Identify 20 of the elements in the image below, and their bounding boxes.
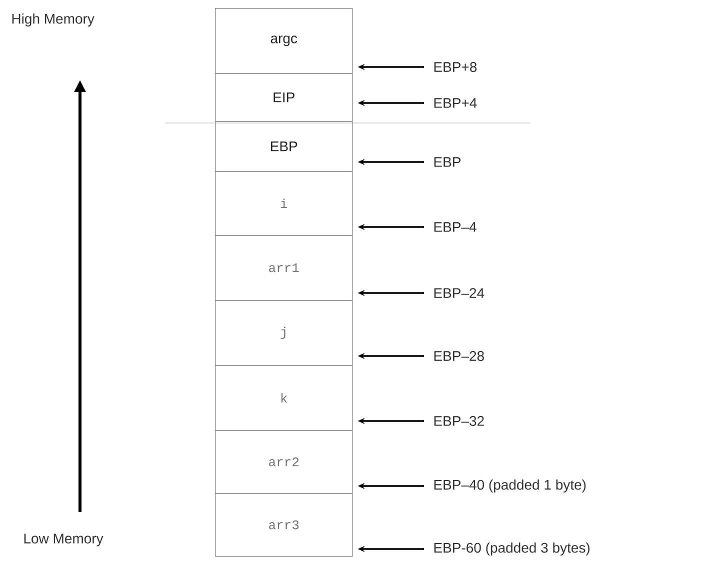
stack-cell: i [215,171,353,236]
offset-label: EBP–4 [434,222,476,232]
stack-cell: arr1 [215,235,353,301]
stack-cell: arr2 [215,430,353,494]
stack-cell: arr3 [215,492,353,557]
stack-cell: EBP [215,121,353,172]
offset-label: EBP+8 [434,62,477,72]
offset-label: EBP+4 [434,98,477,108]
stack-cell: j [215,300,353,366]
stack-cell: argc [215,8,353,74]
offset-label: EBP–24 [434,288,484,298]
offset-label: EBP–40 (padded 1 byte) [434,479,586,493]
offset-label: EBP [434,157,460,167]
stack-cell: EIP [215,73,353,122]
axis-label: Low Memory [24,534,104,546]
offset-label: EBP–32 [434,416,484,426]
offset-label: EBP-60 (padded 3 bytes) [434,542,590,556]
axis-label: High Memory [12,13,94,27]
offset-label: EBP–28 [434,351,484,361]
stack-cell: k [215,364,353,431]
